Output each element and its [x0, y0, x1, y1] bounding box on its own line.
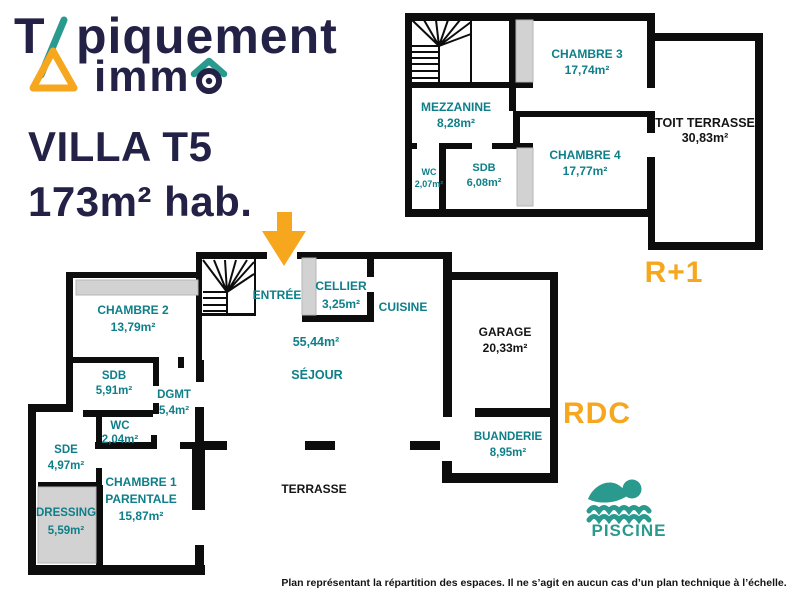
- room-label-toit-terrasse: TOIT TERRASSE 30,83m²: [655, 116, 755, 146]
- room-label-wc-rdc: WC 2,04m²: [102, 419, 138, 447]
- room-name2: PARENTALE: [105, 492, 177, 506]
- disclaimer-text: Plan représentant la répartition des esp…: [281, 577, 787, 589]
- title-line1: VILLA T5: [28, 123, 213, 170]
- logo-triangle-icon: [29, 47, 78, 92]
- room-label-mezzanine: MEZZANINE 8,28m²: [421, 99, 491, 131]
- room-name: CELLIER: [315, 279, 367, 293]
- room-name: WC: [110, 420, 130, 432]
- room-label-sde: SDE 4,97m²: [48, 442, 84, 474]
- room-name: SDE: [54, 444, 78, 456]
- room-name: DGMT: [157, 389, 191, 401]
- room-label-cellier: CELLIER 3,25m²: [315, 277, 366, 313]
- room-area: 5,91m²: [95, 385, 133, 397]
- room-area: 20,33m²: [482, 341, 528, 355]
- room-label-sdb-r1: SDB 6,08m²: [467, 161, 502, 191]
- room-area: 8,28m²: [436, 116, 476, 130]
- floor-label-r1: R+1: [644, 256, 704, 289]
- room-name: DRESSING: [35, 507, 97, 519]
- room-area: 17,74m²: [564, 63, 610, 77]
- room-name: TOIT TERRASSE: [655, 116, 755, 130]
- logo-house-roof-icon: [190, 57, 228, 78]
- room-area: 15,87m²: [118, 509, 164, 523]
- room-name: MEZZANINE: [421, 100, 491, 114]
- page-title: VILLA T5 173m² hab.: [28, 119, 252, 229]
- room-name: CHAMBRE 4: [549, 148, 621, 162]
- room-label-entree: ENTRÉE: [252, 288, 302, 302]
- room-area: 2,04m²: [101, 434, 139, 446]
- stairs-r1: [411, 19, 472, 82]
- room-area: 8,95m²: [489, 447, 527, 459]
- room-label-chambre3: CHAMBRE 3 17,74m²: [551, 46, 622, 78]
- room-name: BUANDERIE: [473, 431, 543, 443]
- room-name: WC: [421, 167, 437, 177]
- logo-word-imm: imm: [94, 52, 190, 101]
- room-area: 4,97m²: [47, 460, 85, 472]
- room-name: CHAMBRE 2: [97, 303, 169, 317]
- room-area-sejour: 55,44m²: [292, 335, 340, 349]
- piscine-label: PISCINE: [591, 521, 667, 540]
- typiquement-immo-logo: T piquement imm: [14, 8, 338, 101]
- room-label-chambre2: CHAMBRE 2 13,79m²: [97, 302, 168, 336]
- room-area: 13,79m²: [110, 320, 156, 334]
- room-label-chambre4: CHAMBRE 4 17,77m²: [549, 147, 620, 179]
- logo-house-dot-icon: [205, 77, 213, 85]
- room-label-cuisine: CUISINE: [378, 300, 428, 314]
- title-line2: 173m² hab.: [28, 178, 253, 225]
- room-name: CHAMBRE 3: [551, 47, 623, 61]
- room-area: 17,77m²: [562, 164, 608, 178]
- room-area: 30,83m²: [681, 131, 729, 145]
- room-area: 5,59m²: [47, 525, 85, 537]
- room-label-garage: GARAGE 20,33m²: [479, 324, 532, 356]
- entrance-arrow-icon: [262, 212, 306, 266]
- room-label-dgmt: DGMT 5,4m²: [157, 387, 191, 419]
- logo-word-piquement: piquement: [76, 8, 338, 64]
- room-label-terrasse: TERRASSE: [281, 482, 347, 496]
- room-label-wc-r1: WC 2,07m²: [415, 166, 444, 190]
- floor-label-rdc: RDC: [563, 397, 631, 430]
- room-name: GARAGE: [478, 325, 532, 339]
- room-area: 5,4m²: [158, 405, 190, 417]
- room-area: 2,07m²: [414, 179, 444, 189]
- room-label-sdb-rdc: SDB 5,91m²: [96, 369, 132, 399]
- room-label-chambre1: CHAMBRE 1 PARENTALE 15,87m²: [105, 474, 177, 525]
- room-label-dressing: DRESSING 5,59m²: [36, 504, 96, 540]
- room-name: CHAMBRE 1: [105, 475, 177, 489]
- room-area: 3,25m²: [321, 297, 361, 311]
- logo-house-o-icon: [196, 68, 222, 94]
- room-area: 6,08m²: [466, 177, 502, 189]
- room-name: SDB: [472, 162, 496, 174]
- room-label-buanderie: BUANDERIE 8,95m²: [474, 429, 542, 461]
- stairs-rdc: [202, 259, 255, 314]
- room-name: SDB: [101, 370, 127, 382]
- room-label-sejour: SÉJOUR: [291, 368, 343, 382]
- logo-letter-t: T: [14, 8, 45, 64]
- swimmer-icon: [586, 479, 652, 525]
